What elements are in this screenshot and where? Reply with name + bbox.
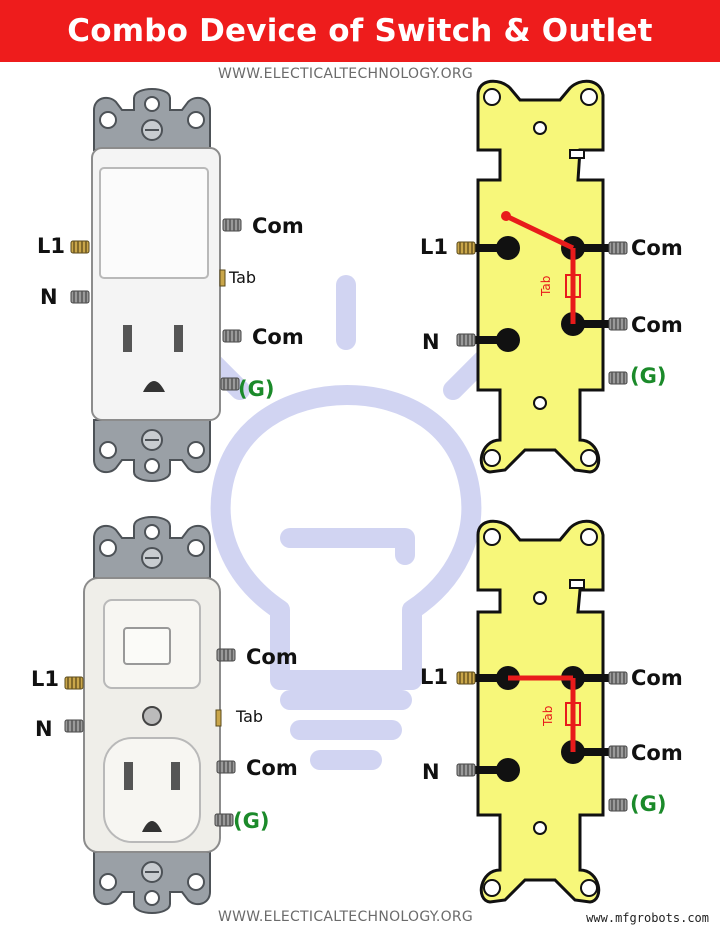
tab-label: Tab bbox=[236, 707, 264, 726]
page-title: Combo Device of Switch & Outlet bbox=[67, 13, 653, 49]
title-banner: Combo Device of Switch & Outlet bbox=[0, 0, 720, 62]
com-label: Com bbox=[246, 645, 298, 669]
com-label: Com bbox=[252, 325, 304, 349]
l1-label: L1 bbox=[31, 667, 59, 691]
credit-watermark: www.mfgrobots.com bbox=[583, 910, 712, 926]
tab-label-diagram-bottom: Tab bbox=[541, 706, 555, 727]
ground-label: (G) bbox=[630, 364, 667, 388]
n-label: N bbox=[35, 717, 53, 741]
website-url-top: WWW.ELECTICALTECHNOLOGY.ORG bbox=[218, 66, 474, 82]
l1-label: L1 bbox=[420, 235, 448, 259]
n-label: N bbox=[40, 285, 58, 309]
website-url-bottom: WWW.ELECTICALTECHNOLOGY.ORG bbox=[218, 909, 474, 925]
ground-label: (G) bbox=[630, 792, 667, 816]
com-label: Com bbox=[631, 741, 683, 765]
com-label: Com bbox=[631, 313, 683, 337]
com-label: Com bbox=[252, 214, 304, 238]
toggle-combo-device-photo bbox=[83, 516, 221, 914]
tab-label: Tab bbox=[229, 268, 257, 287]
com-label: Com bbox=[631, 236, 683, 260]
ground-label: (G) bbox=[233, 809, 270, 833]
toggle-wiring-diagram bbox=[465, 519, 620, 904]
tab-label-diagram-top: Tab bbox=[539, 276, 553, 297]
com-label: Com bbox=[631, 666, 683, 690]
decora-wiring-diagram bbox=[465, 79, 620, 474]
com-label: Com bbox=[246, 756, 298, 780]
n-label: N bbox=[422, 330, 440, 354]
ground-label: (G) bbox=[238, 377, 275, 401]
l1-label: L1 bbox=[420, 665, 448, 689]
n-label: N bbox=[422, 760, 440, 784]
l1-label: L1 bbox=[37, 234, 65, 258]
decora-combo-device-photo bbox=[91, 88, 221, 482]
